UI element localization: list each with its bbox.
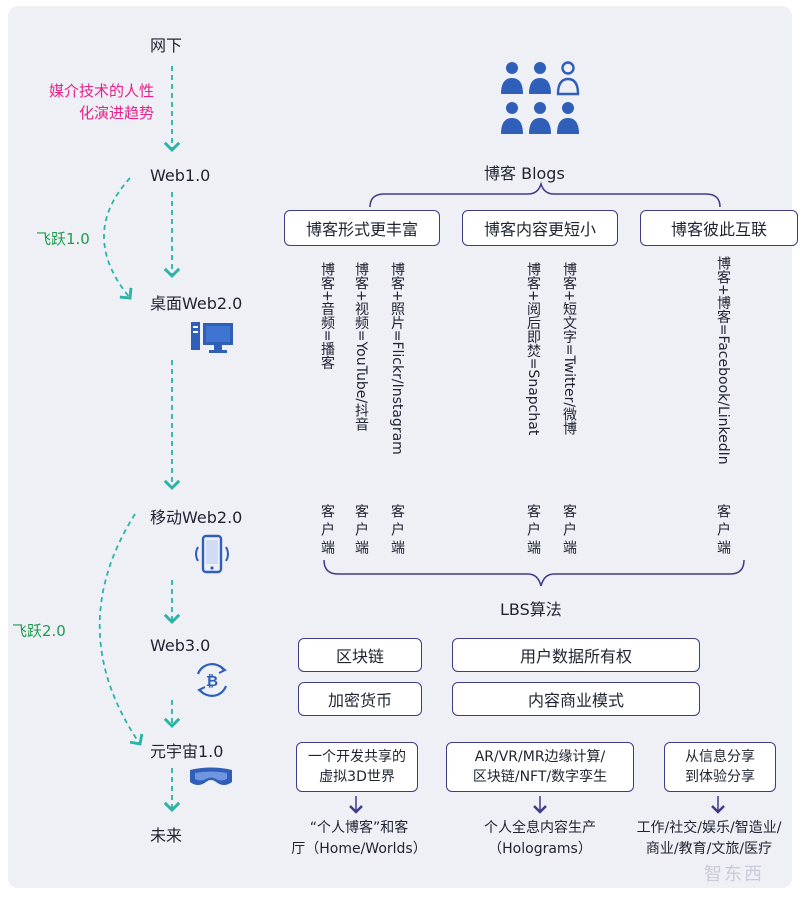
category-richer-form: 博客形式更丰富 [284,210,440,246]
meta-box-experience-sharing: 从信息分享 到体验分享 [664,742,776,792]
stage-web1: Web1.0 [150,166,211,185]
client-label-1: 客户端 [319,504,335,558]
outcome-1-line-2: 厅（Home/Worlds） [291,841,427,857]
outcome-3-line-2: 商业/教育/文旅/医疗 [645,841,773,857]
watermark: 智东西 [704,864,764,885]
desktop-computer-icon [191,322,233,353]
formula-podcast: 博客+音频=播客 [319,262,335,370]
outcome-2-line-1: 个人全息内容生产 [484,820,596,836]
stage-mobile-web2: 移动Web2.0 [150,508,243,527]
stage-desktop-web2: 桌面Web2.0 [150,294,243,313]
web3-box-content-business: 内容商业模式 [452,682,700,716]
client-label-3: 客户端 [389,504,405,558]
meta-box-2-line-1: AR/VR/MR边缘计算/ [474,749,606,765]
trend-note: 媒介技术的人性 化演进趋势 [14,80,154,124]
client-label-5: 客户端 [561,504,577,558]
meta-box-1-line-1: 一个开发共享的 [308,749,406,765]
meta-box-virtual-world: 一个开发共享的 虚拟3D世界 [296,742,418,792]
bitcoin-cycle-icon: ₿ [196,663,228,697]
meta-box-3-line-2: 到体验分享 [685,769,755,785]
stage-web3: Web3.0 [150,636,211,655]
web3-box-crypto: 加密货币 [298,682,422,716]
meta-box-3-line-1: 从信息分享 [685,749,755,765]
blogs-title: 博客 Blogs [484,164,565,183]
trend-note-line-1: 媒介技术的人性 [48,82,154,100]
leap-1-label: 飞跃1.0 [36,230,90,248]
formula-twitter: 博客+短文字=Twitter/微博 [561,262,577,436]
formula-photo: 博客+照片=Flickr/Instagram [389,262,405,455]
outcome-1-line-1: “个人博客”和客 [309,820,409,836]
category-shorter-content: 博客内容更短小 [462,210,618,246]
client-label-6: 客户端 [715,504,731,558]
stage-future: 未来 [150,826,183,845]
trend-note-line-2: 化演进趋势 [78,104,154,122]
outcome-personal-home: “个人博客”和客 厅（Home/Worlds） [284,818,434,860]
stage-metaverse: 元宇宙1.0 [150,742,224,761]
meta-box-technologies: AR/VR/MR边缘计算/ 区块链/NFT/数字孪生 [446,742,634,792]
web3-box-data-ownership: 用户数据所有权 [452,638,700,672]
outcome-industries: 工作/社交/娱乐/智造业/ 商业/教育/文旅/医疗 [624,818,794,860]
outcome-2-line-2: （Holograms） [488,841,592,857]
client-label-4: 客户端 [525,504,541,558]
lbs-label: LBS算法 [500,600,562,619]
stage-offline: 网下 [150,36,183,55]
blogs-brace [369,181,721,208]
vr-headset-icon [190,767,232,785]
meta-box-2-line-2: 区块链/NFT/数字孪生 [472,769,608,785]
web3-box-blockchain: 区块链 [298,638,422,672]
formula-video: 博客+视频=YouTube/抖音 [353,262,369,432]
client-label-2: 客户端 [353,504,369,558]
leap-2-label: 飞跃2.0 [12,622,66,640]
meta-box-1-line-2: 虚拟3D世界 [319,769,395,785]
outcome-3-line-1: 工作/社交/娱乐/智造业/ [636,820,782,836]
formula-snapchat: 博客+阅后即焚=Snapchat [525,262,541,436]
mobile-phone-icon [195,534,229,574]
leap-1-arc [103,177,133,300]
category-interconnected: 博客彼此互联 [640,210,798,246]
formula-facebook: 博客+博客=Facebook/LinkedIn [715,256,731,465]
svg-text:₿: ₿ [206,672,218,690]
leap-2-arc [98,513,144,746]
lbs-brace [323,559,745,587]
outcome-holograms: 个人全息内容生产 （Holograms） [464,818,616,860]
people-group-icon [501,61,580,134]
